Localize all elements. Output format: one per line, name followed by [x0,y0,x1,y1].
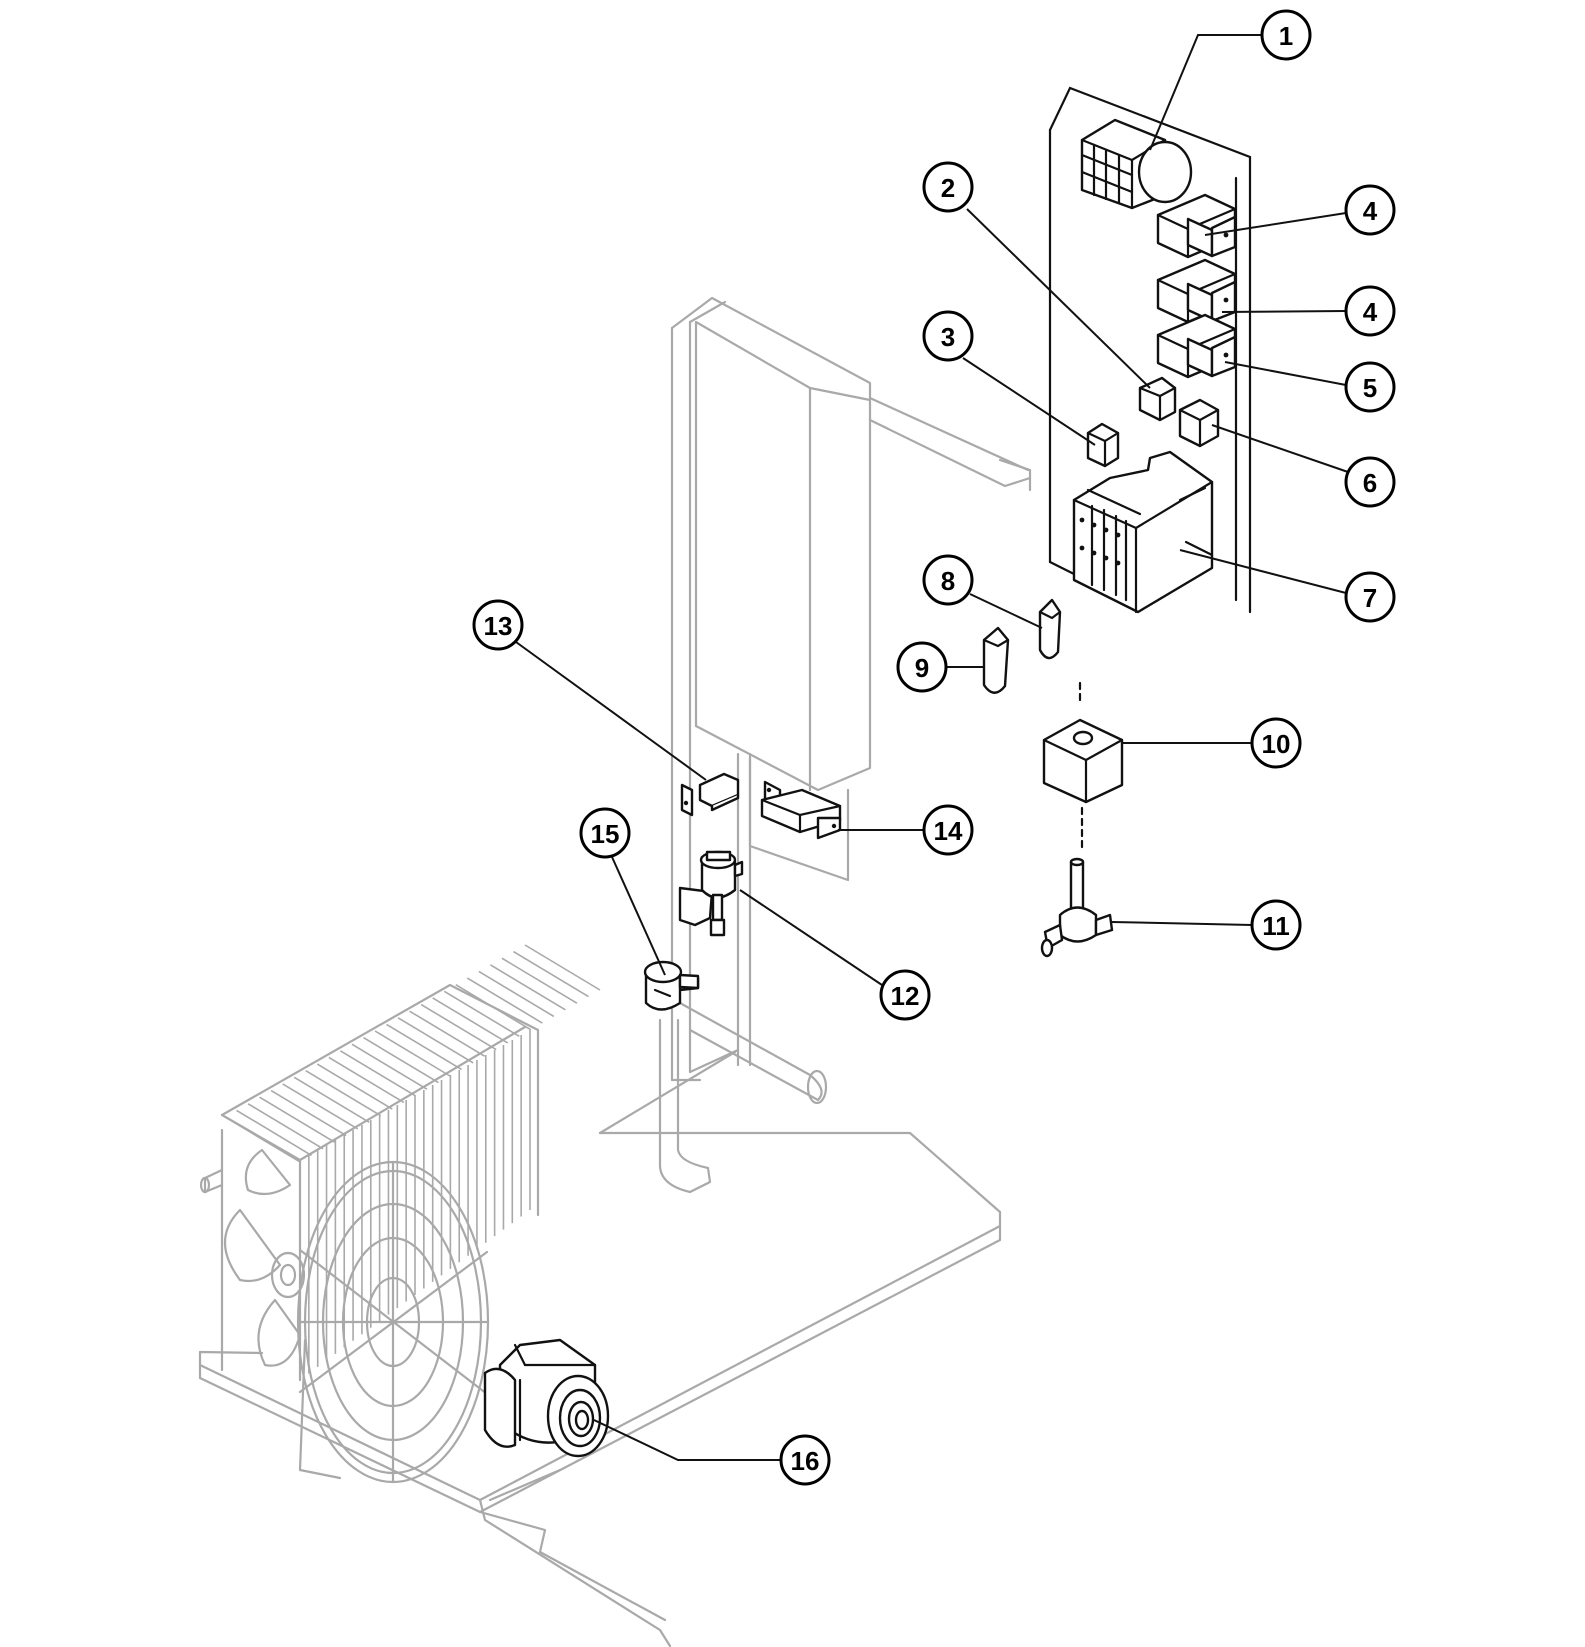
contactor-part [1072,450,1214,614]
callout-14: 13 [472,599,524,651]
callout-8: 7 [1344,571,1396,623]
solenoid-coil-part [1042,681,1124,854]
callout-9: 8 [922,554,974,606]
callout-number: 15 [591,819,620,849]
callout-number: 4 [1363,297,1378,327]
terminal-block-14 [760,780,842,840]
callout-number: 13 [484,611,513,641]
callout-number: 4 [1363,196,1378,226]
callout-circle [1250,899,1302,951]
solenoid-valve-part [1040,857,1114,958]
callout-1: 1 [1260,9,1312,61]
callout-number: 11 [1262,911,1290,941]
terminal-block-13 [680,772,740,817]
callout-4: 4 [1344,184,1396,236]
fan-motor-part [483,1338,610,1458]
pressure-switch-part [678,850,744,937]
callout-circle [922,310,974,362]
leader-line [1149,34,1262,151]
leader-line [1204,212,1347,236]
callout-circle [1344,361,1396,413]
callout-5: 4 [1344,285,1396,337]
callout-circle [896,641,948,693]
callout-circle [1344,571,1396,623]
leader-line [611,856,666,976]
callout-number: 6 [1363,468,1377,498]
leader-line [739,889,883,986]
callout-6: 5 [1344,361,1396,413]
callout-circle [779,1434,831,1486]
relay-3 [1156,313,1237,379]
leader-line [1211,424,1349,473]
callout-circle [922,161,974,213]
callout-number: 2 [941,173,955,203]
leader-line [1221,310,1347,313]
callout-number: 9 [915,653,929,683]
callout-circle [1260,9,1312,61]
callout-circle [472,599,524,651]
leader-line [966,208,1151,389]
callout-circle [922,804,974,856]
inlet-fitting-part [643,960,700,1011]
leader-line [1224,361,1347,386]
relays-group [1156,193,1237,379]
fuse-block-part [1086,422,1120,468]
callout-13: 12 [879,969,931,1021]
small-relay-blocks [1138,376,1220,448]
callout-circle [1344,285,1396,337]
relay-1 [1156,193,1237,259]
callout-7: 6 [1344,456,1396,508]
callout-number: 12 [891,981,920,1011]
main-switch-part [1080,118,1193,210]
callout-11: 10 [1250,717,1302,769]
callout-circle [1344,184,1396,236]
callout-number: 10 [1262,729,1291,759]
callout-circle [922,554,974,606]
callout-circle [1250,717,1302,769]
callout-16: 15 [579,807,631,859]
callout-17: 16 [779,1434,831,1486]
callout-15: 14 [922,804,974,856]
leader-line [1111,921,1253,926]
callout-circle [879,969,931,1021]
callout-number: 5 [1363,373,1377,403]
leader-lines [515,34,1349,1461]
leader-line [962,357,1096,446]
leader-line [1179,549,1347,594]
condenser-fins [224,944,601,1380]
callout-number: 3 [941,322,955,352]
leader-line [969,593,1043,629]
capacitor-pair [982,598,1062,694]
callout-10: 9 [896,641,948,693]
leader-line [593,1419,781,1461]
callout-number: 16 [791,1446,820,1476]
callout-number: 14 [934,816,963,846]
callout-2: 2 [922,161,974,213]
callout-circle [1344,456,1396,508]
callout-number: 1 [1279,21,1293,51]
leader-line [515,641,707,781]
callout-number: 7 [1363,583,1377,613]
callout-number: 8 [941,566,955,596]
callout-12: 11 [1250,899,1302,951]
callout-3: 3 [922,310,974,362]
callout-circle [579,807,631,859]
